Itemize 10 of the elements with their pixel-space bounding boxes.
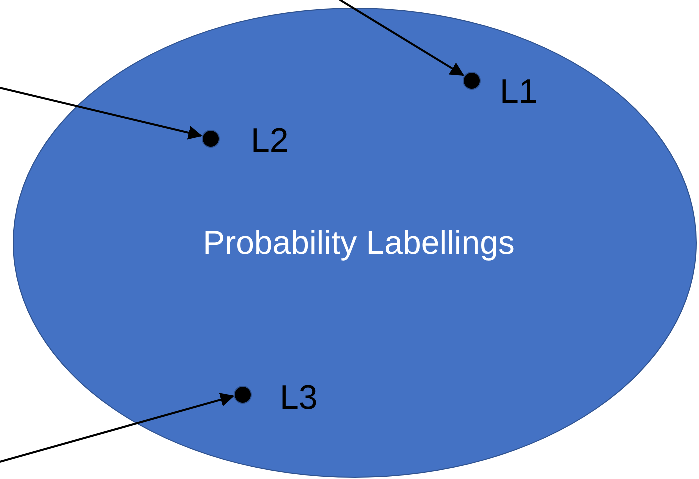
dot-label: L1 [500, 75, 538, 109]
dot-label: L3 [280, 381, 318, 415]
dot-label: L2 [251, 124, 289, 158]
dot-marker [234, 386, 252, 404]
arrow [0, 87, 203, 140]
arrow [0, 393, 235, 463]
arrow [339, 0, 465, 76]
dot-marker [463, 72, 481, 90]
dot-marker [202, 130, 220, 148]
region-label: Probability Labellings [203, 224, 515, 262]
